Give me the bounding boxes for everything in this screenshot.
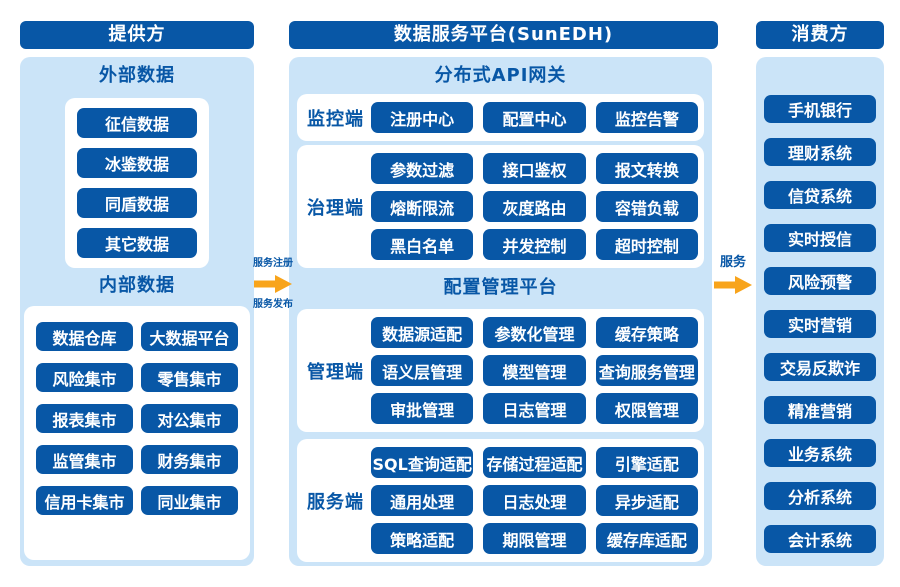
platform-column: 数据服务平台(SunEDH) 分布式API网关 监控端 注册中心配置中心监控告警… [289, 21, 718, 566]
consumer-item: 会计系统 [764, 525, 876, 553]
governance-item: 参数过滤 [371, 153, 474, 184]
monitor-item: 注册中心 [371, 102, 474, 133]
service-register-arrow-group: 服务注册 服务发布 [250, 257, 296, 311]
internal-data-title: 内部数据 [99, 275, 175, 296]
internal-data-item: 风险集市 [36, 363, 133, 392]
monitor-row: 监控端 注册中心配置中心监控告警 [297, 94, 704, 141]
service-item: 日志处理 [483, 485, 586, 516]
platform-panel: 分布式API网关 监控端 注册中心配置中心监控告警 治理端 参数过滤接口鉴权报文… [289, 57, 712, 566]
governance-item: 报文转换 [595, 153, 698, 184]
internal-data-item: 大数据平台 [141, 322, 238, 351]
consumer-item: 信贷系统 [764, 181, 876, 209]
governance-item: 超时控制 [595, 229, 698, 260]
service-item: 异步适配 [595, 485, 698, 516]
service-item: 引擎适配 [595, 447, 698, 478]
service-item: 通用处理 [371, 485, 474, 516]
management-item: 日志管理 [483, 393, 586, 424]
consumer-header: 消费方 [756, 21, 884, 49]
external-data-title: 外部数据 [99, 65, 175, 86]
management-item: 审批管理 [371, 393, 474, 424]
consumer-column: 消费方 手机银行理财系统信贷系统实时授信风险预警实时营销交易反欺诈精准营销业务系… [756, 21, 884, 566]
provider-column: 提供方 外部数据 征信数据冰鉴数据同盾数据其它数据 内部数据 数据仓库大数据平台… [20, 21, 254, 566]
external-data-item: 冰鉴数据 [77, 148, 197, 178]
service-item: SQL查询适配 [371, 447, 474, 478]
management-item: 模型管理 [483, 355, 586, 386]
governance-item: 熔断限流 [371, 191, 474, 222]
internal-data-item: 财务集市 [141, 445, 238, 474]
internal-data-box: 数据仓库大数据平台风险集市零售集市报表集市对公集市监管集市财务集市信用卡集市同业… [24, 306, 250, 560]
governance-item: 容错负载 [595, 191, 698, 222]
consumer-item: 实时营销 [764, 310, 876, 338]
consumer-item: 业务系统 [764, 439, 876, 467]
governance-item: 接口鉴权 [483, 153, 586, 184]
consumer-item: 风险预警 [764, 267, 876, 295]
consumer-item: 实时授信 [764, 224, 876, 252]
service-publish-label: 服务发布 [253, 299, 293, 310]
service-label: 服务 [719, 255, 746, 270]
internal-data-item: 对公集市 [141, 404, 238, 433]
management-row: 管理端 数据源适配参数化管理缓存策略语义层管理模型管理查询服务管理审批管理日志管… [297, 309, 704, 432]
service-item: 缓存库适配 [595, 523, 698, 554]
management-item: 缓存策略 [595, 317, 698, 348]
external-data-item: 其它数据 [77, 228, 197, 258]
config-platform-title: 配置管理平台 [443, 277, 558, 298]
internal-data-item: 信用卡集市 [36, 486, 133, 515]
internal-data-item: 报表集市 [36, 404, 133, 433]
service-side-label: 服务端 [307, 491, 364, 513]
service-register-label: 服务注册 [253, 258, 293, 269]
external-data-item: 同盾数据 [77, 188, 197, 218]
consumer-item: 交易反欺诈 [764, 353, 876, 381]
platform-header: 数据服务平台(SunEDH) [289, 21, 718, 49]
consumer-item: 手机银行 [764, 95, 876, 123]
right-arrow-icon [714, 276, 752, 294]
management-item: 参数化管理 [483, 317, 586, 348]
provider-header: 提供方 [20, 21, 254, 49]
external-data-box: 征信数据冰鉴数据同盾数据其它数据 [65, 98, 209, 268]
provider-panel: 外部数据 征信数据冰鉴数据同盾数据其它数据 内部数据 数据仓库大数据平台风险集市… [20, 57, 254, 566]
internal-data-item: 数据仓库 [36, 322, 133, 351]
governance-item: 灰度路由 [483, 191, 586, 222]
monitor-side-label: 监控端 [307, 108, 364, 130]
governance-item: 黑白名单 [371, 229, 474, 260]
consumer-item: 精准营销 [764, 396, 876, 424]
api-gateway-title: 分布式API网关 [434, 65, 567, 86]
service-row: 服务端 SQL查询适配存储过程适配引擎适配通用处理日志处理异步适配策略适配期限管… [297, 439, 704, 562]
consumer-item: 分析系统 [764, 482, 876, 510]
governance-items: 参数过滤接口鉴权报文转换熔断限流灰度路由容错负载黑白名单并发控制超时控制 [371, 153, 698, 260]
management-items: 数据源适配参数化管理缓存策略语义层管理模型管理查询服务管理审批管理日志管理权限管… [371, 317, 698, 424]
consumer-item: 理财系统 [764, 138, 876, 166]
management-item: 查询服务管理 [595, 355, 698, 386]
right-arrow-icon [254, 275, 292, 293]
consumer-panel: 手机银行理财系统信贷系统实时授信风险预警实时营销交易反欺诈精准营销业务系统分析系… [756, 57, 884, 566]
monitor-item: 配置中心 [483, 102, 586, 133]
external-data-item: 征信数据 [77, 108, 197, 138]
service-items: SQL查询适配存储过程适配引擎适配通用处理日志处理异步适配策略适配期限管理缓存库… [371, 447, 698, 554]
service-item: 期限管理 [483, 523, 586, 554]
monitor-items: 注册中心配置中心监控告警 [371, 102, 698, 133]
service-item: 存储过程适配 [483, 447, 586, 478]
management-item: 数据源适配 [371, 317, 474, 348]
internal-data-item: 同业集市 [141, 486, 238, 515]
management-item: 权限管理 [595, 393, 698, 424]
governance-row: 治理端 参数过滤接口鉴权报文转换熔断限流灰度路由容错负载黑白名单并发控制超时控制 [297, 145, 704, 268]
governance-item: 并发控制 [483, 229, 586, 260]
service-item: 策略适配 [371, 523, 474, 554]
governance-side-label: 治理端 [307, 197, 364, 219]
monitor-item: 监控告警 [595, 102, 698, 133]
internal-data-item: 零售集市 [141, 363, 238, 392]
internal-data-item: 监管集市 [36, 445, 133, 474]
management-item: 语义层管理 [371, 355, 474, 386]
management-side-label: 管理端 [307, 361, 364, 383]
service-arrow-group: 服务 [710, 254, 756, 299]
